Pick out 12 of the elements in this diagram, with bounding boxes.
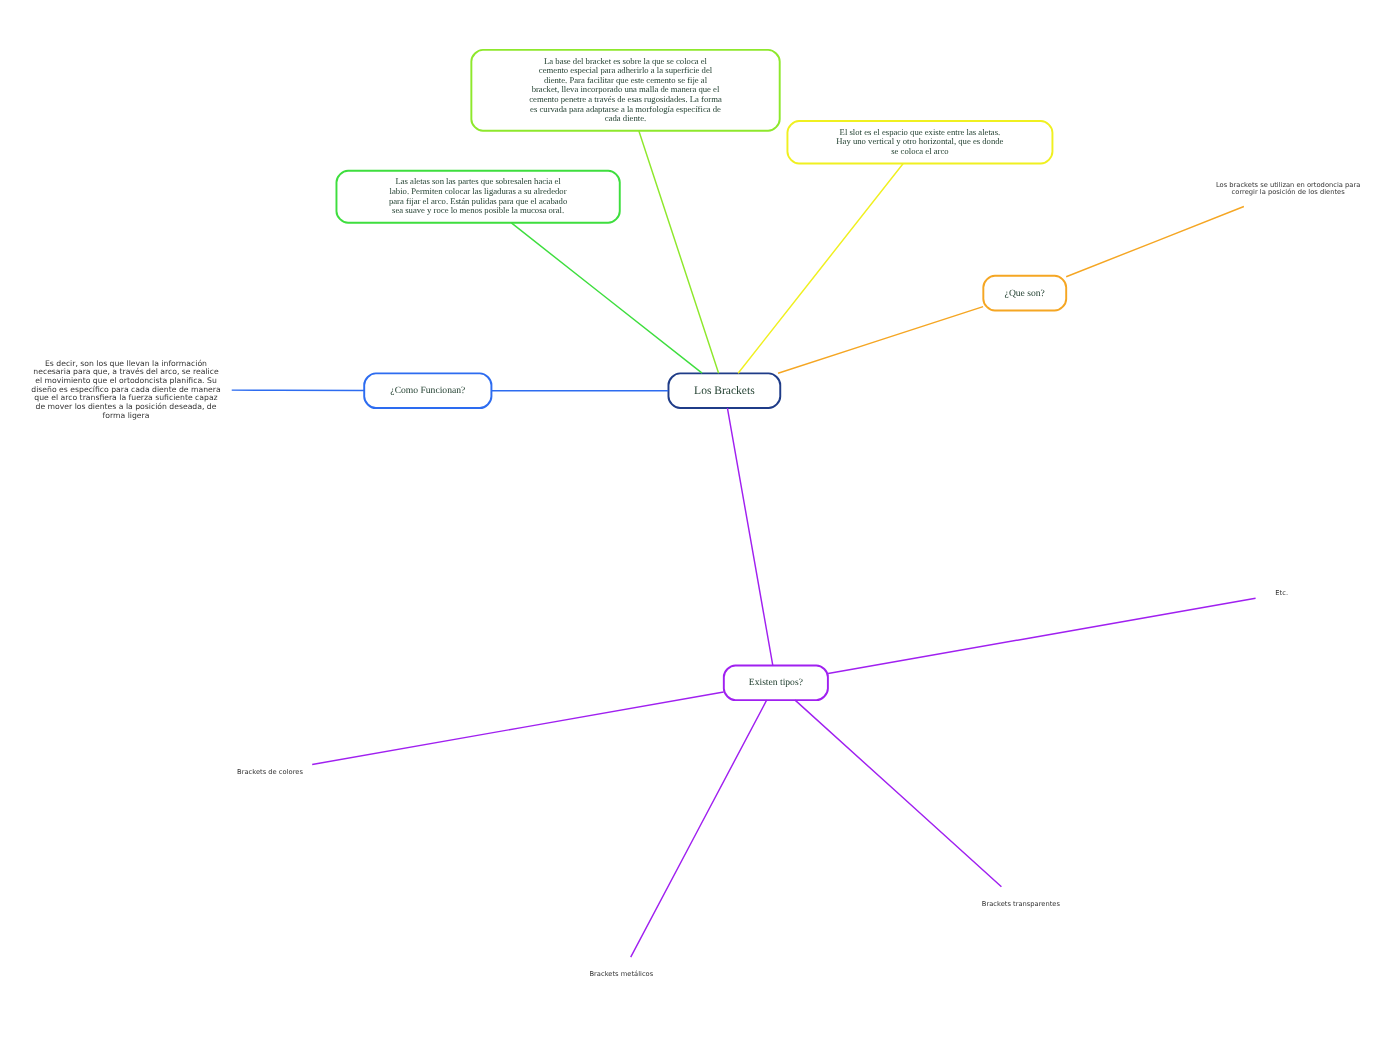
connector: [737, 161, 904, 373]
connector: [827, 596, 1257, 674]
connector: [794, 698, 1003, 887]
connector: [231, 388, 365, 391]
connector: [1065, 204, 1245, 277]
connector: [630, 698, 768, 957]
connector: [726, 406, 774, 665]
connector: [311, 690, 725, 765]
connector: [490, 389, 669, 391]
connector: [777, 304, 984, 373]
connector: [638, 129, 720, 373]
connector: [510, 221, 703, 373]
